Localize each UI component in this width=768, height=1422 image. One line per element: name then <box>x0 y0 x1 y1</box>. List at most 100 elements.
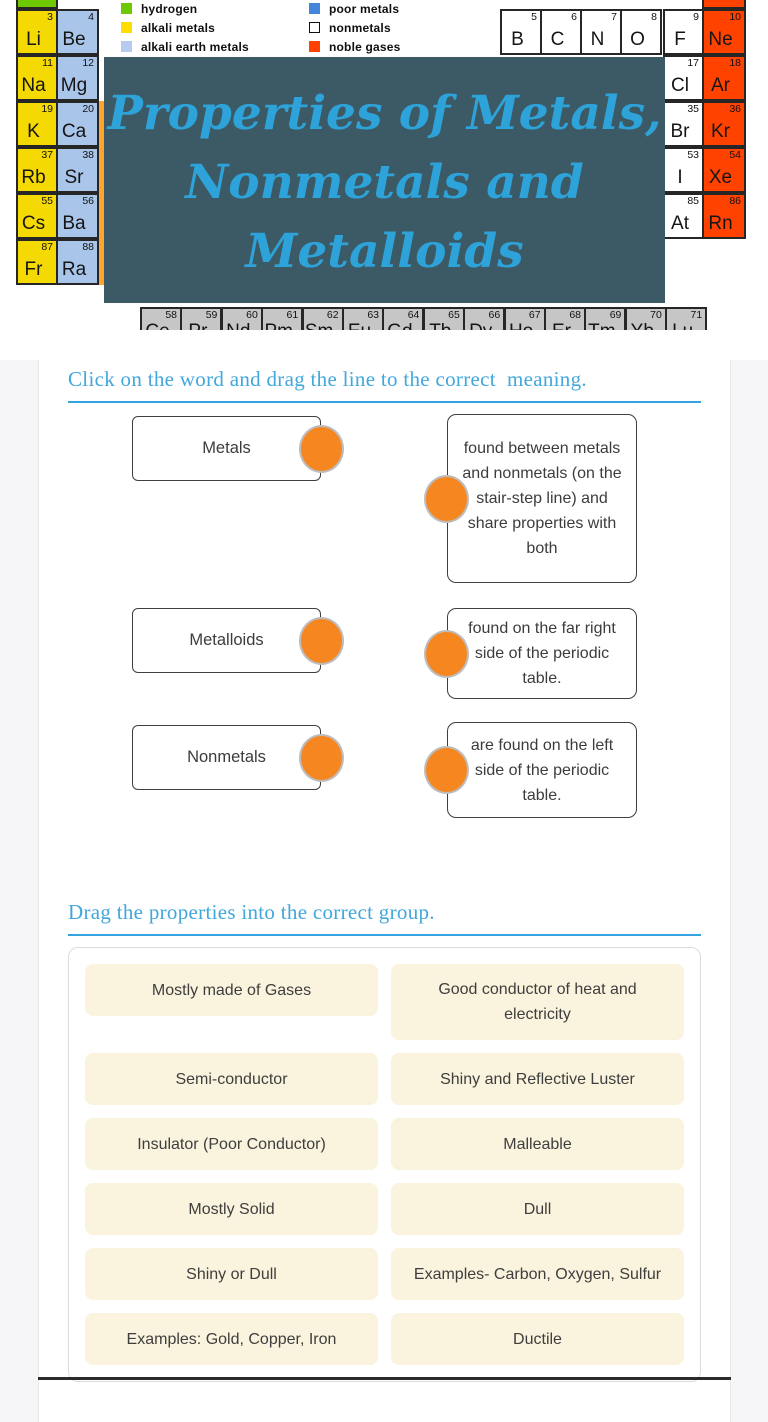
element-symbol: Mg <box>60 75 88 96</box>
element-symbol: Ra <box>61 259 87 280</box>
element-symbol: I <box>677 167 683 188</box>
term-box-nonmetals[interactable]: Nonmetals <box>132 725 344 790</box>
element-number: 35 <box>687 103 699 115</box>
sorting-heading-underline <box>68 934 701 936</box>
worksheet-body: Click on the word and drag the line to t… <box>0 360 768 1422</box>
element-cell-tb: 65Tb <box>422 307 465 330</box>
element-cell-helium <box>702 0 746 9</box>
legend-label: alkali earth metals <box>141 39 249 54</box>
element-number: 20 <box>82 103 94 115</box>
worksheet-card: Click on the word and drag the line to t… <box>38 360 731 1422</box>
element-number: 68 <box>569 309 581 321</box>
legend-swatch-icon <box>121 22 132 33</box>
matching-exercise: Metals Metalloids Nonmetals found betwee… <box>68 403 701 900</box>
element-number: 67 <box>528 309 541 321</box>
drag-handle-icon[interactable] <box>424 746 469 794</box>
element-number: 61 <box>286 309 299 321</box>
element-number: 63 <box>367 309 379 321</box>
legend-swatch-icon <box>121 41 132 52</box>
element-symbol: Fr <box>24 259 43 280</box>
element-cell-sm: 62Sm <box>301 307 344 330</box>
element-number: 38 <box>82 149 94 161</box>
element-number: 7 <box>611 11 617 23</box>
element-number: 58 <box>165 309 177 321</box>
element-symbol: Tb <box>425 321 456 330</box>
legend-swatch-icon <box>309 3 320 14</box>
legend-swatch-icon <box>309 41 320 52</box>
banner-gap <box>0 330 768 360</box>
property-chip[interactable]: Examples- Carbon, Oxygen, Sulfur <box>391 1248 684 1300</box>
matching-heading-underline <box>68 401 701 403</box>
element-number: 19 <box>41 103 53 115</box>
element-cell-hydrogen <box>16 0 58 9</box>
element-symbol: Ba <box>62 213 86 234</box>
property-chip[interactable]: Good conductor of heat and electricity <box>391 964 684 1040</box>
definition-box-metalloids[interactable]: found between metals and nonmetals (on t… <box>424 414 637 583</box>
element-cell-lu: 71Lu <box>665 307 708 330</box>
legend-item: alkali metals <box>121 21 249 35</box>
drag-handle-icon[interactable] <box>299 424 344 473</box>
element-symbol: Pm <box>263 321 294 330</box>
element-symbol: B <box>511 29 524 50</box>
element-number: 86 <box>729 195 741 207</box>
element-cell-ce: 58Ce <box>140 307 182 330</box>
term-label: Metals <box>202 439 251 457</box>
element-symbol: Lu <box>667 321 698 330</box>
drag-handle-icon[interactable] <box>424 629 469 678</box>
term-label: Nonmetals <box>187 748 266 766</box>
element-number: 18 <box>729 57 741 69</box>
property-chip[interactable]: Insulator (Poor Conductor) <box>85 1118 378 1170</box>
element-symbol: Br <box>670 121 690 142</box>
property-chip[interactable]: Dull <box>391 1183 684 1235</box>
property-chip[interactable]: Shiny and Reflective Luster <box>391 1053 684 1105</box>
term-box-metals[interactable]: Metals <box>132 416 344 481</box>
element-symbol: Dy <box>465 321 496 330</box>
definition-box-nonmetals[interactable]: found on the far right side of the perio… <box>424 608 637 699</box>
drag-handle-icon[interactable] <box>299 616 344 665</box>
element-symbol: Eu <box>344 321 375 330</box>
property-chip[interactable]: Mostly made of Gases <box>85 964 378 1016</box>
element-number: 65 <box>448 309 460 321</box>
element-symbol: Tm <box>586 321 617 330</box>
drag-handle-icon[interactable] <box>424 474 469 523</box>
title-line: Metalloids <box>245 223 524 279</box>
worksheet-title: Properties of Metals, Nonmetals and Meta… <box>104 57 665 303</box>
element-number: 88 <box>82 241 94 253</box>
property-chip[interactable]: Shiny or Dull <box>85 1248 378 1300</box>
definition-box-metals[interactable]: are found on the left side of the period… <box>424 722 637 818</box>
element-symbol: Sr <box>64 167 84 188</box>
property-chip[interactable]: Examples: Gold, Copper, Iron <box>85 1313 378 1365</box>
element-symbol: Rb <box>21 167 46 188</box>
property-chip[interactable]: Malleable <box>391 1118 684 1170</box>
title-line: Nonmetals and <box>185 154 584 210</box>
element-number: 17 <box>687 57 699 69</box>
property-bank: Mostly made of Gases Good conductor of h… <box>68 947 701 1382</box>
element-number: 87 <box>41 241 53 253</box>
property-chip[interactable]: Mostly Solid <box>85 1183 378 1235</box>
property-chip[interactable]: Ductile <box>391 1313 684 1365</box>
legend-swatch-icon <box>309 22 320 33</box>
element-cell-pm: 61Pm <box>261 307 304 330</box>
term-box-metalloids[interactable]: Metalloids <box>132 608 344 673</box>
definition-text: found on the far right side of the perio… <box>468 620 616 687</box>
element-symbol: Cl <box>671 75 689 96</box>
element-symbol: Xe <box>708 167 733 188</box>
element-number: 62 <box>326 309 339 321</box>
element-symbol: Rn <box>708 213 733 234</box>
drag-handle-icon[interactable] <box>299 733 344 782</box>
element-symbol: Ho <box>506 321 537 330</box>
element-cell-er: 68Er <box>544 307 586 330</box>
property-chip[interactable]: Semi-conductor <box>85 1053 378 1105</box>
